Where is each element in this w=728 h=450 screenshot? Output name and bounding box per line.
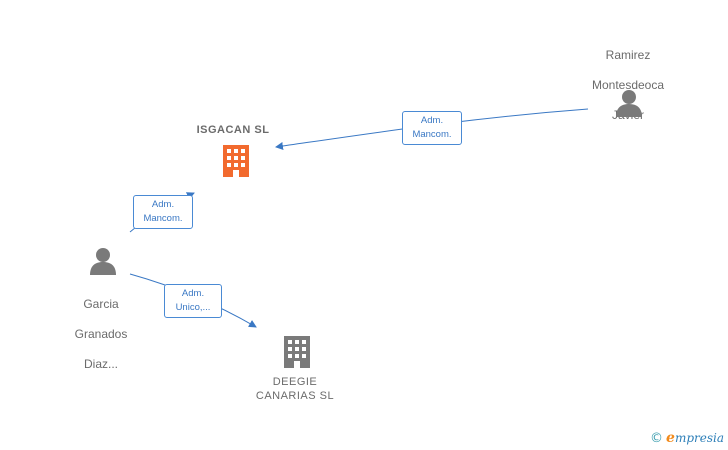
person-name-line: Granados: [74, 327, 128, 341]
person-icon[interactable]: [87, 246, 119, 281]
person-name-line: Garcia: [83, 297, 119, 311]
person-name-line: Montesdeoca: [591, 78, 665, 92]
company-name-line: DEEGIE: [272, 376, 318, 388]
empresia-watermark: ©empresia: [650, 430, 724, 446]
edge-label-line: Unico,...: [175, 302, 211, 313]
brand-name: mpresia: [674, 431, 724, 445]
building-icon[interactable]: [281, 334, 313, 375]
edge-label-line: Mancom.: [143, 213, 183, 224]
edge-label-ramirez-isgacan[interactable]: Adm. Mancom.: [402, 111, 462, 145]
person-icon[interactable]: [613, 88, 645, 123]
edge-label-line: Mancom.: [412, 129, 452, 140]
building-icon[interactable]: [220, 143, 252, 184]
edge-label-line: Adm.: [420, 115, 444, 126]
edge-label-garcia-deegie[interactable]: Adm. Unico,...: [164, 284, 222, 318]
brand-initial: e: [666, 430, 675, 446]
person-name-garcia[interactable]: Garcia Granados Diaz...: [53, 282, 149, 387]
copyright-icon: ©: [650, 431, 664, 446]
company-name-isgacan[interactable]: ISGACAN SL: [196, 124, 270, 136]
company-name-line: CANARIAS SL: [255, 390, 335, 402]
edge-label-line: Adm.: [181, 288, 205, 299]
edge-label-line: Adm.: [151, 199, 175, 210]
person-name-line: Ramirez: [605, 48, 651, 62]
edge-label-garcia-isgacan[interactable]: Adm. Mancom.: [133, 195, 193, 229]
person-name-line: Diaz...: [83, 357, 118, 371]
company-name-deegie[interactable]: DEEGIE CANARIAS SL: [240, 375, 350, 403]
